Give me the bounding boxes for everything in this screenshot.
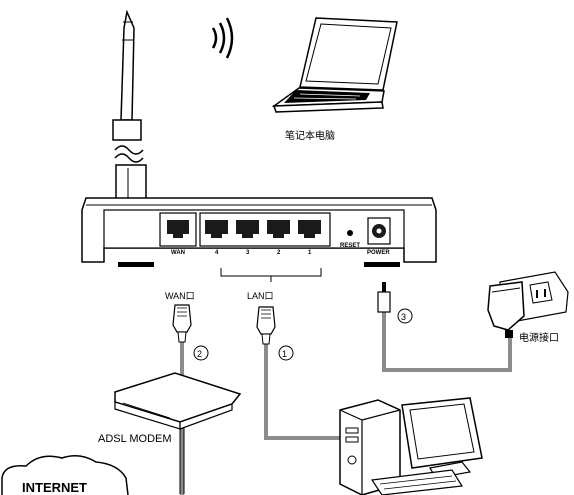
power-plug bbox=[377, 282, 391, 313]
lan-bracket bbox=[220, 268, 322, 282]
lan-ports bbox=[205, 220, 321, 238]
wireless-signal-icon bbox=[211, 17, 234, 59]
power-adapter-icon bbox=[487, 281, 525, 338]
power-jack-label: 电源接口 bbox=[519, 331, 559, 344]
laptop-label: 笔记本电脑 bbox=[285, 129, 335, 142]
power-jack bbox=[367, 217, 391, 245]
step-3-label: 3 bbox=[401, 312, 406, 322]
wan-port bbox=[167, 220, 189, 238]
wan-rj45-plug bbox=[172, 304, 192, 343]
modem-label: ADSL MODEM bbox=[98, 433, 172, 445]
desktop-computer-icon bbox=[339, 397, 483, 495]
lan-port-number-1: 1 bbox=[308, 250, 312, 256]
lan-port-1 bbox=[298, 220, 321, 238]
power-label: POWER bbox=[367, 250, 390, 256]
lan-port-4 bbox=[205, 220, 228, 238]
step-1-label: 1 bbox=[282, 349, 287, 359]
power-cable bbox=[382, 310, 512, 372]
step-markers bbox=[193, 308, 413, 361]
lan-cable bbox=[264, 340, 354, 440]
lan-port-number-2: 2 bbox=[277, 250, 281, 256]
reset-button bbox=[347, 230, 353, 236]
lan-jack-label: LAN口 bbox=[247, 291, 274, 301]
internet-cloud-icon bbox=[1, 455, 129, 495]
lan-port-number-3: 3 bbox=[246, 250, 250, 256]
wan-jack-label: WAN口 bbox=[165, 291, 195, 301]
lan-port-2 bbox=[267, 220, 290, 238]
lan-rj45-plug bbox=[256, 306, 276, 345]
adsl-modem-icon bbox=[114, 372, 242, 430]
laptop-icon bbox=[271, 17, 398, 113]
lan-port-number-4: 4 bbox=[215, 250, 219, 256]
internet-label: INTERNET bbox=[22, 480, 87, 495]
wan-port-label: WAN bbox=[171, 250, 185, 256]
reset-label: RESET bbox=[340, 243, 360, 249]
lan-port-3 bbox=[236, 220, 259, 238]
step-2-label: 2 bbox=[197, 349, 202, 359]
